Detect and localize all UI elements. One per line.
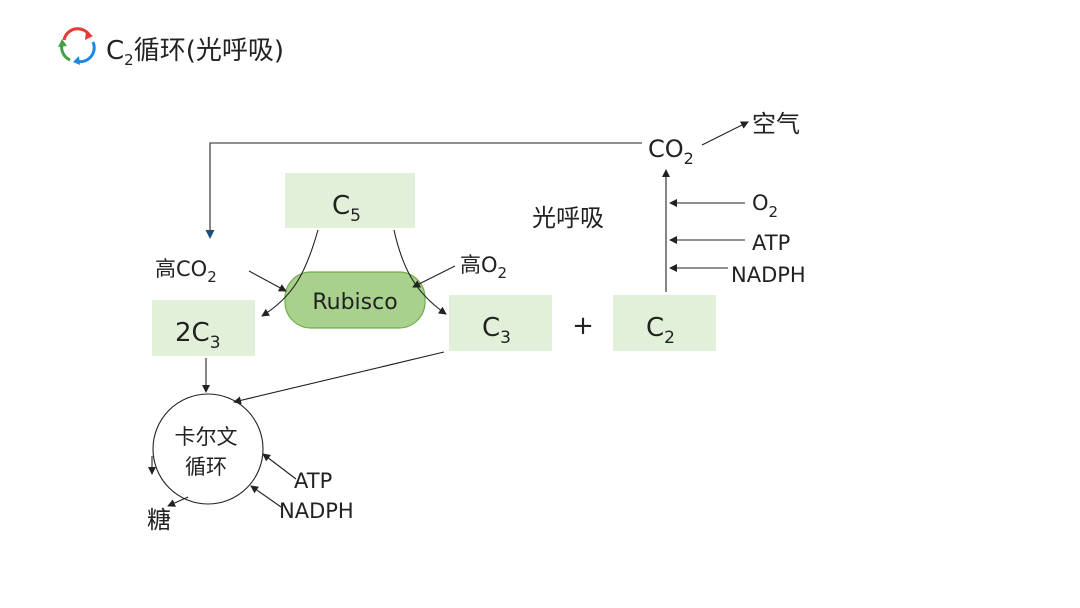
- arrow-co2-to-air: [701, 121, 749, 146]
- cycle-icon: [58, 27, 96, 65]
- high-o2-label: 高O2: [460, 253, 507, 282]
- c2-box: [613, 295, 716, 351]
- arrow-nadph-to-calvin: [250, 485, 282, 508]
- o2-label: O2: [752, 191, 778, 221]
- arrow-c5-to-2c3: [261, 229, 319, 317]
- c2-label: C2: [646, 313, 675, 348]
- calvin-cycle-line1: 卡尔文: [175, 425, 238, 449]
- arrow-co2-return: [205, 142, 642, 239]
- atp-label-top: ATP: [752, 231, 790, 255]
- plus-sign: +: [572, 311, 594, 341]
- atp-label-bottom: ATP: [294, 469, 332, 493]
- nadph-label-bottom: NADPH: [279, 499, 354, 523]
- nadph-label-top: NADPH: [731, 263, 806, 287]
- calvin-cycle-circle: [152, 393, 264, 505]
- arrow-high-o2: [412, 265, 456, 288]
- page-title: C2循环(光呼吸): [106, 36, 284, 69]
- arrow-calvin-to-sugar: [167, 496, 189, 507]
- calvin-cycle-line2: 循环: [185, 455, 227, 479]
- c5-box: [285, 173, 415, 228]
- arrow-c3-to-calvin: [233, 351, 445, 405]
- rubisco-enzyme: [284, 271, 426, 329]
- two-c3-box: [152, 300, 255, 356]
- rubisco-label: Rubisco: [312, 290, 397, 315]
- co2-label: CO2: [648, 135, 694, 168]
- photorespiration-label: 光呼吸: [532, 204, 604, 232]
- arrow-c5-to-c3: [393, 229, 447, 315]
- c3-box: [449, 295, 552, 351]
- arrow-atp-to-calvin: [262, 453, 297, 480]
- air-label: 空气: [752, 110, 800, 138]
- high-co2-label: 高CO2: [155, 257, 217, 286]
- c5-label: C5: [332, 191, 361, 226]
- two-c3-label: 2C3: [175, 318, 221, 353]
- arrow-high-co2: [248, 270, 287, 292]
- sugar-label: 糖: [147, 506, 171, 534]
- c3-label: C3: [482, 313, 511, 348]
